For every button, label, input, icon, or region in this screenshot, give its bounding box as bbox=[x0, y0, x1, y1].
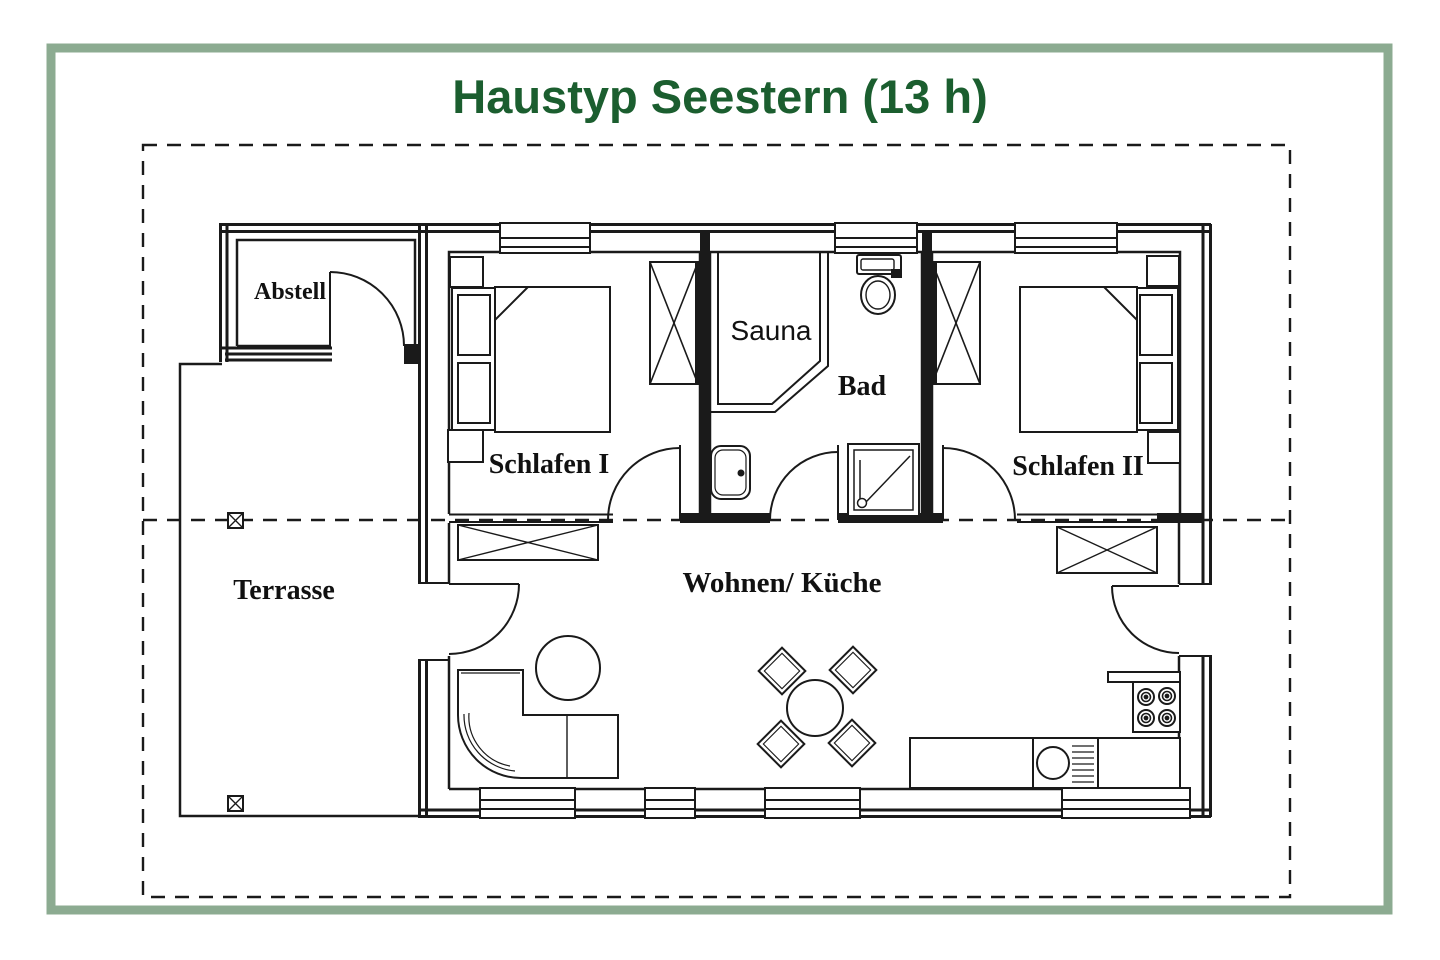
chair-icon bbox=[757, 646, 807, 696]
terrace-post-icon bbox=[227, 795, 244, 812]
entrance-door bbox=[1111, 585, 1180, 654]
terrace-posts bbox=[227, 512, 244, 812]
schlafen2-door bbox=[942, 445, 1016, 521]
doors bbox=[329, 271, 1180, 655]
kitchen bbox=[909, 671, 1181, 789]
schlafen2-furniture bbox=[931, 255, 1181, 464]
chair-icon bbox=[756, 719, 806, 769]
room-abstell bbox=[235, 238, 417, 346]
cabinet-left-icon bbox=[457, 524, 599, 561]
wardrobe-icon bbox=[931, 261, 981, 385]
dining-set bbox=[756, 645, 878, 769]
wall-mid-segment-3 bbox=[1157, 513, 1203, 523]
terrace-door bbox=[448, 583, 520, 655]
sofa-icon bbox=[457, 669, 619, 779]
side-table-icon bbox=[535, 635, 601, 701]
window-top-3 bbox=[1014, 222, 1118, 254]
nightstand-icon bbox=[447, 429, 484, 463]
dining-table-icon bbox=[786, 679, 844, 737]
wall-mid-segment-2 bbox=[838, 513, 943, 523]
wall-mid-segment-1 bbox=[680, 513, 770, 523]
schlafen1-door bbox=[607, 445, 681, 521]
mid-wall-sills bbox=[449, 513, 1157, 523]
door-caps bbox=[418, 582, 1212, 661]
label-wohnen-kueche: Wohnen/ Küche bbox=[682, 567, 881, 599]
bad-door bbox=[769, 445, 839, 521]
label-bad: Bad bbox=[838, 371, 887, 402]
washbasin-icon bbox=[710, 445, 751, 500]
room-labels: Abstell Schlafen I Sauna Bad Schlafen II… bbox=[233, 279, 1144, 606]
duvet-fold-icon bbox=[1101, 286, 1138, 323]
chair-icon bbox=[828, 645, 878, 695]
window-bottom-4 bbox=[1061, 787, 1191, 819]
wall-abstell-door-stub bbox=[404, 344, 421, 364]
label-schlafen-1: Schlafen I bbox=[489, 449, 610, 480]
terrace-border bbox=[178, 362, 420, 818]
window-bottom-3 bbox=[764, 787, 861, 819]
living-furniture bbox=[457, 524, 1158, 779]
property-boundary-dashed bbox=[141, 143, 1292, 899]
cabinet-right-icon bbox=[1056, 526, 1158, 574]
duvet-fold-icon bbox=[494, 286, 531, 323]
wall-schlafen1-bad bbox=[700, 233, 710, 523]
bed-icon bbox=[1019, 255, 1181, 464]
page-frame bbox=[46, 43, 1393, 915]
label-sauna: Sauna bbox=[731, 315, 812, 346]
chair-icon bbox=[827, 718, 877, 768]
terrace-post-icon bbox=[227, 512, 244, 529]
sauna-wall-outer bbox=[709, 252, 829, 413]
interior-walls bbox=[404, 233, 1203, 523]
sauna-wall-inner bbox=[717, 252, 821, 405]
window-top-1 bbox=[499, 222, 591, 254]
stove-icon bbox=[1132, 681, 1181, 733]
counter-shelf-icon bbox=[1107, 671, 1181, 683]
sink-icon bbox=[1032, 737, 1099, 789]
shower-icon bbox=[847, 443, 920, 517]
window-top-2 bbox=[834, 222, 918, 254]
page-title: Haustyp Seestern (13 h) bbox=[452, 70, 987, 123]
window-bottom-1 bbox=[479, 787, 576, 819]
sauna-outline bbox=[709, 252, 829, 413]
label-schlafen-2: Schlafen II bbox=[1012, 451, 1143, 482]
bed-icon bbox=[447, 256, 611, 463]
bad-fixtures bbox=[710, 254, 920, 517]
label-abstell: Abstell bbox=[254, 279, 326, 305]
schlafen1-furniture bbox=[447, 256, 699, 463]
abstell-door bbox=[329, 271, 405, 347]
window-bottom-2 bbox=[644, 787, 696, 819]
wardrobe-icon bbox=[649, 261, 699, 385]
terrace-outline bbox=[178, 362, 420, 818]
label-terrasse: Terrasse bbox=[233, 575, 335, 606]
wall-bad-schlafen2 bbox=[922, 233, 932, 523]
nightstand-icon bbox=[1147, 431, 1181, 464]
toilet-icon bbox=[856, 254, 902, 315]
